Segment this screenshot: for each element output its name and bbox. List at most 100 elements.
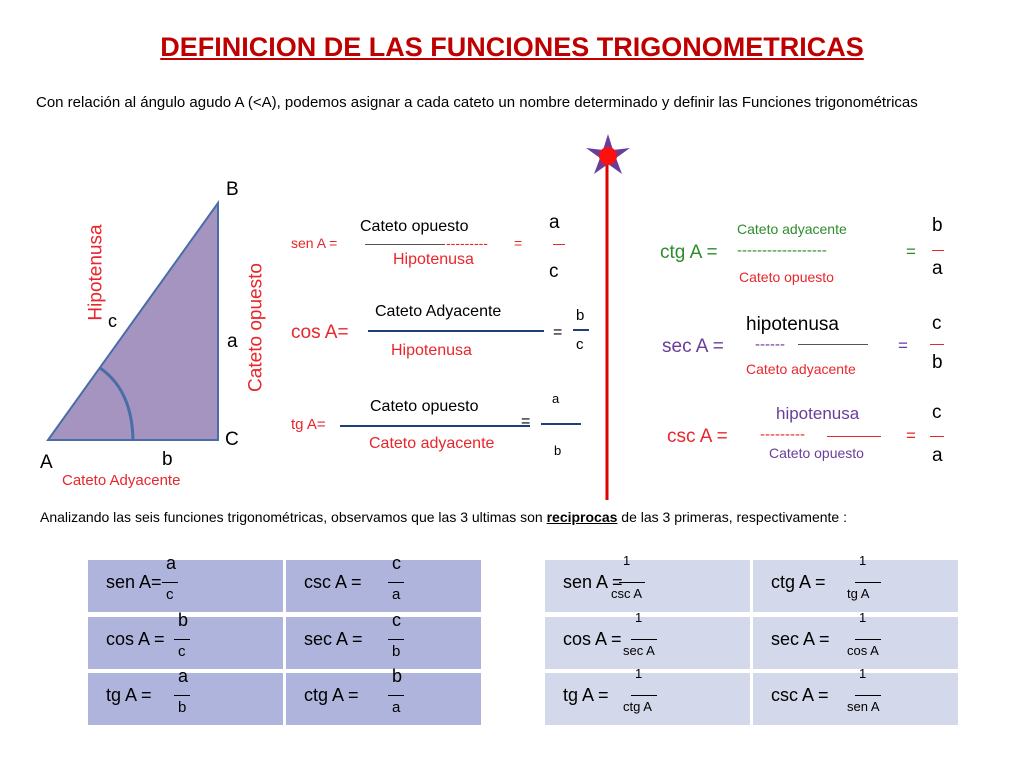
table1-cell-2-l <box>88 673 283 725</box>
table2-numerator: 1 <box>635 666 643 681</box>
tg-denominator: Cateto adyacente <box>369 435 495 452</box>
table2-denominator: sec A <box>623 643 655 658</box>
sen-frac-num: a <box>549 212 560 233</box>
ctg-frac-den: a <box>932 258 943 279</box>
vertex-a: A <box>40 452 53 473</box>
tg-frac-num: a <box>552 391 560 406</box>
tg-numerator: Cateto opuesto <box>370 398 479 415</box>
table1-cell-1-l <box>88 617 283 669</box>
table1-numerator: b <box>178 610 189 630</box>
csc-frac-den: a <box>932 445 943 466</box>
cos-numerator: Cateto Adyacente <box>375 303 502 320</box>
cos-frac-num: b <box>576 307 585 324</box>
tg-label: tg A= <box>291 416 326 433</box>
table2-numerator: 1 <box>859 666 867 681</box>
csc-denominator: Cateto opuesto <box>769 445 864 461</box>
sec-dashes: ------ <box>755 336 785 353</box>
table2-cell-2-r <box>753 673 958 725</box>
side-c: c <box>108 311 117 331</box>
table1-numerator: a <box>178 666 189 686</box>
page-title: DEFINICION DE LAS FUNCIONES TRIGONOMETRI… <box>160 32 864 62</box>
table1-denominator: b <box>392 643 401 660</box>
table1-label: sec A = <box>304 629 363 649</box>
table1-label: sen A= <box>106 572 162 592</box>
table2-numerator: 1 <box>859 610 867 625</box>
vertex-c: C <box>225 429 239 450</box>
table2-numerator: 1 <box>859 553 867 568</box>
table1-numerator: c <box>392 610 401 630</box>
table1-fraction-bar <box>162 582 178 583</box>
tg-equals: = <box>521 413 531 430</box>
cos-denominator: Hipotenusa <box>391 342 472 359</box>
table2-denominator: csc A <box>611 586 643 601</box>
table2-fraction-bar <box>855 695 881 696</box>
ctg-dashes: ------------------ <box>737 242 827 259</box>
ctg-frac-num: b <box>932 215 943 236</box>
csc-equals: = <box>906 426 916 445</box>
table1-denominator: a <box>392 699 401 716</box>
tg-frac-den: b <box>554 443 562 458</box>
label-cateto-opuesto: Cateto opuesto <box>245 263 267 392</box>
table2-cell-2-l <box>545 673 750 725</box>
ctg-numerator: Cateto adyacente <box>737 221 847 237</box>
conclusion-text: Analizando las seis funciones trigonomét… <box>40 509 847 525</box>
table1-cell-2-r <box>286 673 481 725</box>
sen-equals: = <box>514 235 523 251</box>
table1-numerator: b <box>392 666 403 686</box>
cos-label: cos A= <box>291 322 349 343</box>
sec-numerator: hipotenusa <box>746 314 839 335</box>
table2-fraction-bar <box>631 695 657 696</box>
table2-cell-0-r <box>753 560 958 612</box>
ctg-denominator: Cateto opuesto <box>739 269 834 285</box>
table2-fraction-bar <box>855 582 881 583</box>
table2-fraction-bar <box>631 639 657 640</box>
table2-label: tg A = <box>563 685 609 705</box>
ctg-label: ctg A = <box>660 242 718 263</box>
table2-fraction-bar <box>619 582 645 583</box>
table1-cell-1-r <box>286 617 481 669</box>
intro-text: Con relación al ángulo agudo A (<A), pod… <box>36 94 918 111</box>
table1-fraction-bar <box>388 582 404 583</box>
table2-denominator: cos A <box>847 643 879 658</box>
side-b: b <box>162 449 173 470</box>
sec-label: sec A = <box>662 336 724 357</box>
cos-frac-den: c <box>576 336 584 353</box>
sen-dashes: --------- <box>446 235 488 251</box>
label-cateto-adyacente: Cateto Adyacente <box>62 472 181 489</box>
table2-label: ctg A = <box>771 572 826 592</box>
table2-label: csc A = <box>771 685 829 705</box>
star-icon <box>586 134 630 174</box>
table2-cell-1-r <box>753 617 958 669</box>
angle-arc <box>99 366 135 441</box>
sec-frac-den: b <box>932 352 943 373</box>
table1-cell-0-l <box>88 560 283 612</box>
table2-cell-0-l <box>545 560 750 612</box>
table2-label: cos A = <box>563 629 622 649</box>
table1-denominator: c <box>166 586 174 603</box>
sec-denominator: Cateto adyacente <box>746 361 856 377</box>
csc-label: csc A = <box>667 426 728 447</box>
sen-denominator: Hipotenusa <box>393 251 474 268</box>
csc-dashes: --------- <box>760 426 805 443</box>
sec-equals: = <box>898 336 908 355</box>
table1-denominator: a <box>392 586 401 603</box>
table2-denominator: ctg A <box>623 699 652 714</box>
table1-numerator: c <box>392 553 401 573</box>
table1-fraction-bar <box>388 639 404 640</box>
table2-numerator: 1 <box>623 553 631 568</box>
table2-label: sec A = <box>771 629 830 649</box>
table1-label: ctg A = <box>304 685 359 705</box>
table1-fraction-bar <box>388 695 404 696</box>
csc-numerator: hipotenusa <box>776 404 860 423</box>
right-triangle <box>46 199 219 441</box>
table2-denominator: tg A <box>847 586 870 601</box>
sen-label: sen A = <box>291 235 338 251</box>
reciprocas-word: reciprocas <box>546 509 618 525</box>
table2-cell-1-l <box>545 617 750 669</box>
sen-numerator: Cateto opuesto <box>360 218 469 235</box>
table1-label: cos A = <box>106 629 165 649</box>
table2-label: sen A = <box>563 572 623 592</box>
cos-equals: = <box>553 324 563 341</box>
side-a: a <box>227 331 238 352</box>
